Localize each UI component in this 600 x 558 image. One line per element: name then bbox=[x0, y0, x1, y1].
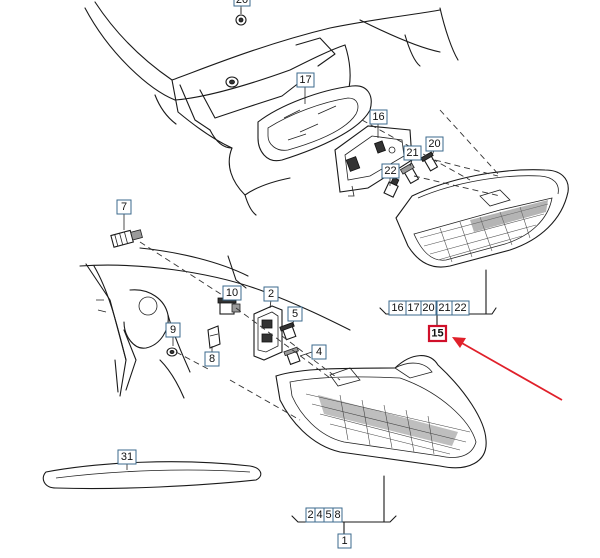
svg-text:8: 8 bbox=[209, 353, 215, 365]
svg-text:16: 16 bbox=[372, 111, 384, 123]
svg-text:9: 9 bbox=[170, 324, 176, 336]
label-22[interactable]: 22 bbox=[381, 163, 400, 179]
svg-text:8: 8 bbox=[334, 509, 340, 521]
part-5-screw bbox=[279, 321, 297, 341]
label-20-top[interactable]: 20 bbox=[233, 0, 251, 7]
outer-tail-lamp bbox=[275, 355, 487, 469]
svg-text:20: 20 bbox=[428, 138, 440, 150]
label-9[interactable]: 9 bbox=[165, 322, 181, 338]
part-9-nut bbox=[166, 347, 178, 357]
label-31[interactable]: 31 bbox=[117, 449, 137, 465]
svg-text:21: 21 bbox=[406, 147, 418, 159]
svg-text:20: 20 bbox=[236, 0, 248, 6]
svg-text:16: 16 bbox=[391, 302, 403, 314]
svg-text:10: 10 bbox=[226, 287, 238, 299]
svg-text:2: 2 bbox=[307, 509, 313, 521]
group-bracket-15 bbox=[379, 269, 497, 327]
label-20[interactable]: 20 bbox=[425, 136, 444, 152]
assembly-guide-lines-lower bbox=[139, 241, 341, 421]
group-labels-15: 16 17 20 21 22 bbox=[388, 300, 470, 316]
part-7-bolt bbox=[110, 229, 143, 248]
label-15-highlighted[interactable]: 15 bbox=[427, 324, 448, 343]
label-1[interactable]: 1 bbox=[337, 533, 352, 549]
inner-tail-lamp bbox=[395, 169, 569, 268]
highlight-arrow bbox=[452, 337, 563, 401]
label-7[interactable]: 7 bbox=[116, 199, 132, 215]
trim-strip-part bbox=[42, 461, 262, 490]
label-10[interactable]: 10 bbox=[222, 285, 242, 301]
svg-text:1: 1 bbox=[341, 535, 347, 547]
svg-text:22: 22 bbox=[454, 302, 466, 314]
label-4[interactable]: 4 bbox=[311, 344, 327, 360]
svg-text:4: 4 bbox=[316, 509, 322, 521]
label-16[interactable]: 16 bbox=[369, 109, 388, 125]
group-labels-1: 2 4 5 8 bbox=[305, 507, 343, 523]
label-17[interactable]: 17 bbox=[296, 72, 315, 88]
svg-text:7: 7 bbox=[121, 201, 127, 213]
label-5[interactable]: 5 bbox=[287, 306, 303, 322]
lower-body-outline bbox=[79, 247, 351, 399]
label-21[interactable]: 21 bbox=[403, 145, 422, 161]
svg-text:22: 22 bbox=[384, 165, 396, 177]
group-bracket-1 bbox=[291, 475, 397, 535]
svg-text:5: 5 bbox=[292, 308, 298, 320]
svg-text:31: 31 bbox=[121, 451, 133, 463]
svg-text:2: 2 bbox=[268, 288, 274, 300]
svg-text:5: 5 bbox=[325, 509, 331, 521]
svg-text:15: 15 bbox=[431, 328, 443, 340]
svg-text:17: 17 bbox=[407, 302, 419, 314]
svg-text:17: 17 bbox=[299, 74, 311, 86]
upper-body-outline bbox=[84, 1, 459, 216]
svg-text:21: 21 bbox=[438, 302, 450, 314]
svg-text:20: 20 bbox=[422, 302, 434, 314]
label-8[interactable]: 8 bbox=[204, 351, 220, 367]
label-2[interactable]: 2 bbox=[263, 286, 279, 302]
svg-text:4: 4 bbox=[316, 346, 322, 358]
part-8-clip bbox=[207, 325, 221, 349]
bracket-part bbox=[334, 125, 413, 197]
part-2-plate bbox=[253, 305, 283, 361]
